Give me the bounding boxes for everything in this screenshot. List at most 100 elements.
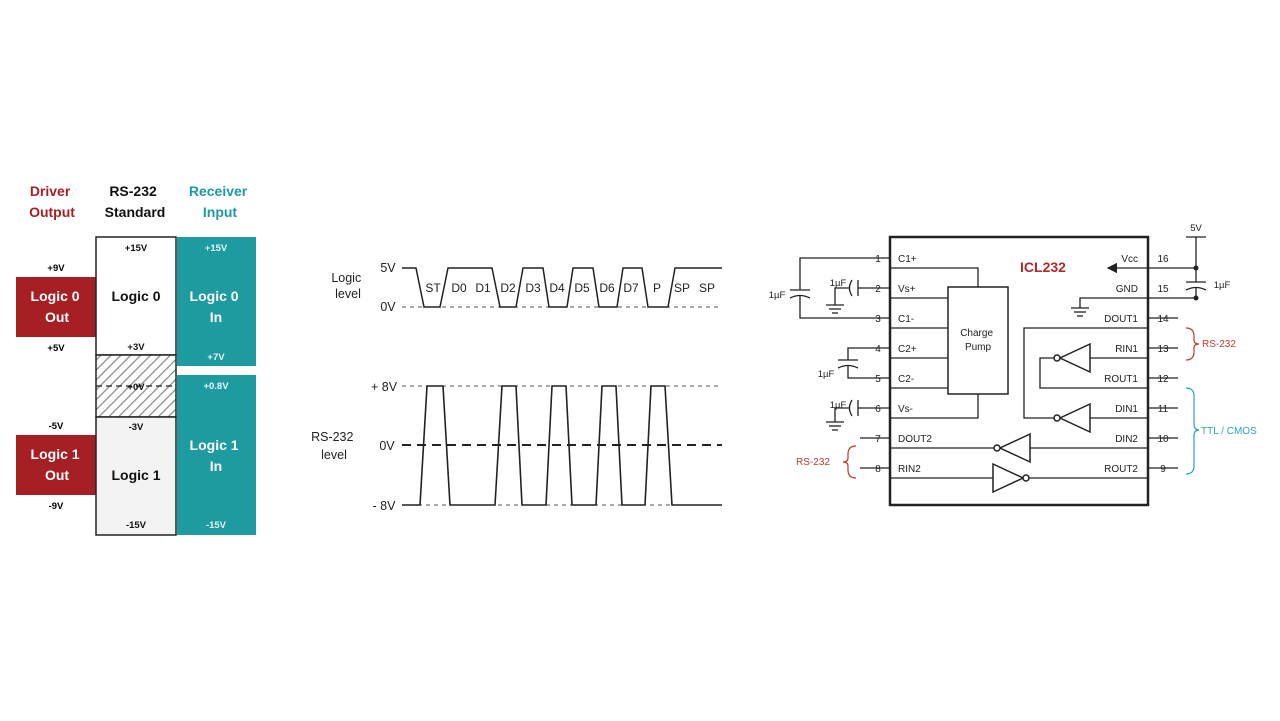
header-rs232-standard: RS-232 Standard — [105, 183, 166, 220]
rs-low-label: - 8V — [373, 499, 397, 513]
logic-waveform — [402, 267, 722, 308]
standard-logic1-label: Logic 1 — [111, 467, 160, 483]
cap-label-vsminus: 1µF — [830, 400, 847, 411]
logic-low-label: 0V — [380, 300, 396, 314]
bit-labels: ST D0 D1 D2 D3 D4 D5 D6 D7 P SP SP — [425, 281, 715, 295]
pin-number: 14 — [1157, 314, 1169, 325]
right-pin-lines — [1023, 262, 1195, 469]
charge-pump-label: Charge Pump — [960, 328, 996, 353]
rs232-brace-left — [842, 445, 857, 479]
standard-logic1-box — [95, 416, 177, 536]
voltage-levels-panel: Driver Output RS-232 Standard Receiver I… — [16, 183, 256, 536]
pin-number: 1 — [875, 254, 881, 265]
pin-number: 12 — [1157, 374, 1169, 385]
bit-label: D7 — [623, 281, 639, 295]
supply-label: 5V — [1190, 223, 1202, 234]
rs-high-label: + 8V — [371, 380, 398, 394]
receiver-logic0-box — [177, 237, 256, 366]
receiver-v-minus15: -15V — [206, 520, 227, 531]
cap-label-vcc: 1µF — [1214, 280, 1231, 291]
pin-name: RIN2 — [898, 464, 921, 475]
bit-label: D6 — [599, 281, 615, 295]
pin-number: 9 — [1160, 464, 1166, 475]
driver-v-minus5: -5V — [49, 421, 64, 432]
left-pins: 1 C1+ 2 Vs+ 3 C1- 4 C2+ 5 C2- 6 Vs- 7 DO… — [875, 254, 932, 475]
cap-label-vsplus: 1µF — [830, 278, 847, 289]
junction-dot — [1193, 265, 1199, 271]
rs232-level-label: RS-232 level — [311, 430, 357, 462]
pin-name: DOUT2 — [898, 434, 932, 445]
ttl-cmos-label: TTL / CMOS — [1201, 426, 1257, 437]
chip-title: ICL232 — [1020, 259, 1066, 275]
pin-number: 16 — [1157, 254, 1169, 265]
standard-logic0-label: Logic 0 — [111, 288, 160, 304]
logic-level-label: Logic level — [331, 271, 364, 301]
rs232-label-right: RS-232 — [1202, 339, 1236, 350]
receiver-inverter-2 — [992, 462, 1025, 494]
receiver-logic0-label: Logic 0 In — [190, 288, 243, 325]
bit-label: SP — [699, 281, 715, 295]
ttl-cmos-brace — [1185, 387, 1200, 475]
pin-name: DIN1 — [1115, 404, 1138, 415]
receiver-v-plus7: +7V — [207, 352, 225, 363]
bit-label: D1 — [475, 281, 491, 295]
charge-pump-block — [947, 286, 1009, 395]
standard-v-minus15: -15V — [126, 520, 147, 531]
bit-label: P — [653, 281, 661, 295]
receiver-logic1-box — [177, 375, 256, 535]
driver-v-plus9: +9V — [47, 263, 65, 274]
receiver-logic1-label: Logic 1 In — [190, 437, 243, 474]
inverter-bubble — [1022, 474, 1030, 482]
header-driver-output: Driver Output — [29, 183, 75, 220]
pin-number: 6 — [875, 404, 881, 415]
pin-number: 8 — [875, 464, 881, 475]
external-caps-left — [789, 257, 860, 431]
pin-name: C1+ — [898, 254, 917, 265]
bit-label: D3 — [525, 281, 541, 295]
pin-number: 2 — [875, 284, 881, 295]
driver-v-minus9: -9V — [49, 501, 64, 512]
pin-name: GND — [1116, 284, 1138, 295]
driver-inverter-2 — [998, 432, 1031, 464]
standard-v-minus3: -3V — [129, 422, 144, 433]
pin-name: RIN1 — [1115, 344, 1138, 355]
inverter-bubble — [1053, 354, 1061, 362]
header-receiver-input: Receiver Input — [189, 183, 251, 220]
pin-number: 11 — [1158, 404, 1169, 415]
inverters — [992, 342, 1091, 494]
rs232-waveform — [402, 385, 722, 506]
pin-name: ROUT1 — [1104, 374, 1138, 385]
right-pins: Vcc 16 GND 15 DOUT1 14 RIN1 13 ROUT1 12 … — [1104, 254, 1169, 475]
driver-inverter-1 — [1058, 402, 1091, 434]
bit-label: D4 — [549, 281, 565, 295]
left-pin-lines — [860, 257, 1148, 479]
standard-v-zero: +0V — [127, 382, 145, 393]
waveform-panel: Logic level 5V 0V ST D0 D1 D2 D3 D4 D5 D… — [311, 261, 722, 513]
standard-v-plus3: +3V — [127, 342, 145, 353]
supply-network — [1071, 236, 1207, 317]
pin-number: 10 — [1157, 434, 1169, 445]
rs232-brace-right — [1185, 327, 1200, 361]
pin-number: 15 — [1157, 284, 1169, 295]
pin-number: 5 — [875, 374, 881, 385]
receiver-v-plus15: +15V — [205, 243, 228, 254]
bit-label: D2 — [500, 281, 516, 295]
pin-name: C2- — [898, 374, 914, 385]
standard-logic0-box — [95, 236, 177, 356]
pin-number: 7 — [875, 434, 881, 445]
pin-name: C2+ — [898, 344, 917, 355]
inverter-bubble — [993, 444, 1001, 452]
logic-high-label: 5V — [380, 261, 396, 275]
standard-v-plus15: +15V — [125, 243, 148, 254]
bit-label: D5 — [574, 281, 590, 295]
chip-body — [888, 235, 1150, 507]
receiver-inverter-1 — [1058, 342, 1091, 374]
pin-number: 4 — [875, 344, 881, 355]
pin-name: DOUT1 — [1104, 314, 1138, 325]
cap-label-c1: 1µF — [769, 290, 786, 301]
pin-number: 3 — [875, 314, 881, 325]
pin-name: DIN2 — [1115, 434, 1138, 445]
driver-logic0-label: Logic 0 Out — [31, 288, 84, 325]
junction-dot — [1193, 295, 1199, 301]
inverter-bubble — [1053, 414, 1061, 422]
